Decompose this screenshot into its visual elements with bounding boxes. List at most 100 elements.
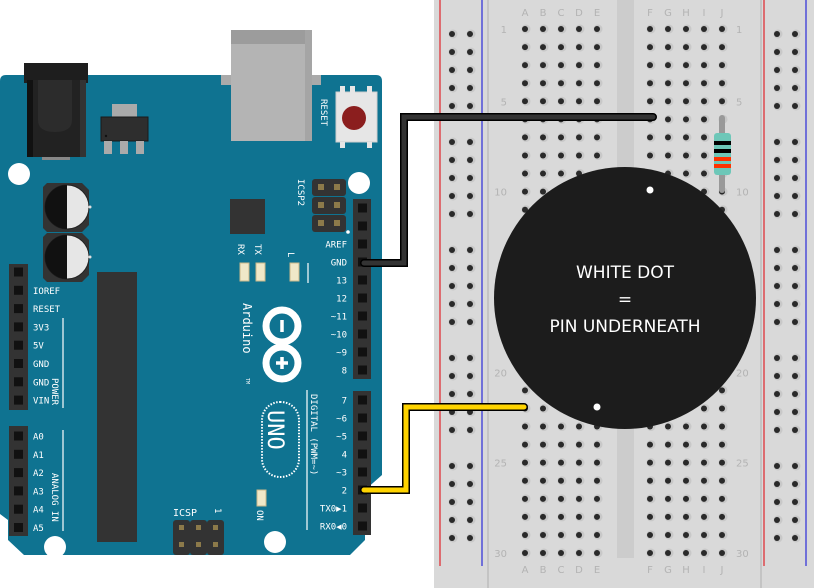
- header-pin[interactable]: [358, 221, 367, 231]
- header-pin[interactable]: [358, 203, 367, 213]
- voltage-regulator: [100, 104, 149, 154]
- breadboard-hole-center: [522, 495, 528, 502]
- breadboard-hole-center: [719, 387, 725, 394]
- header-pin[interactable]: [358, 413, 367, 423]
- breadboard-hole-center: [594, 550, 600, 557]
- header-pin[interactable]: [14, 304, 23, 314]
- header-pin[interactable]: [14, 486, 23, 496]
- column-label: D: [575, 565, 583, 576]
- breadboard-hole-center: [594, 152, 600, 159]
- breadboard-hole-center: [558, 513, 564, 520]
- header-pin[interactable]: [14, 431, 23, 441]
- header-pin[interactable]: [14, 285, 23, 295]
- breadboard-hole-center: [449, 283, 455, 289]
- breadboard-hole-center: [665, 441, 671, 448]
- breadboard-labels: AABBCCDDEEFFGGHHIIJJ11551010151520202525…: [494, 8, 748, 576]
- breadboard-hole-center: [594, 441, 600, 448]
- row-label: 1: [736, 25, 742, 36]
- led-on: [256, 489, 267, 507]
- breadboard-hole-center: [449, 49, 455, 55]
- breadboard-hole-center: [522, 170, 528, 177]
- breadboard-hole-center: [774, 427, 780, 433]
- header-pin[interactable]: [358, 503, 367, 513]
- signal-wire[interactable]: [360, 403, 528, 494]
- header-pin[interactable]: [358, 293, 367, 303]
- breadboard-hole-center: [449, 103, 455, 109]
- breadboard-hole-center: [647, 441, 653, 448]
- header-pin[interactable]: [14, 468, 23, 478]
- header-pin[interactable]: [14, 267, 23, 277]
- resistor[interactable]: [714, 115, 731, 193]
- header-pin[interactable]: [14, 359, 23, 368]
- right-rail-divider: [760, 0, 762, 588]
- header-analog: [9, 426, 28, 536]
- dc-power-jack: [24, 63, 88, 160]
- breadboard-hole-center: [792, 157, 798, 163]
- column-label: J: [720, 565, 724, 576]
- breadboard-hole-center: [719, 80, 725, 87]
- breadboard-hole-center: [449, 355, 455, 361]
- reset-button[interactable]: [335, 86, 378, 148]
- breadboard-hole-center: [558, 423, 564, 430]
- breadboard-hole-center: [774, 85, 780, 91]
- breadboard-hole-center: [522, 423, 528, 430]
- breadboard-hole-center: [522, 152, 528, 159]
- breadboard-hole-center: [467, 319, 473, 325]
- breadboard-hole-center: [449, 535, 455, 541]
- header-pin[interactable]: [358, 521, 367, 531]
- breadboard-hole-center: [683, 531, 689, 538]
- pin-label: 7: [342, 397, 347, 407]
- breadboard-hole-center: [665, 98, 671, 105]
- breadboard-hole-center: [467, 373, 473, 379]
- pin-label: 13: [336, 277, 347, 287]
- breadboard-hole-center: [522, 441, 528, 448]
- icsp-header: [173, 520, 224, 555]
- icsp-label: ICSP: [173, 508, 197, 519]
- breadboard-hole-center: [665, 152, 671, 159]
- header-pin[interactable]: [14, 504, 23, 514]
- header-pin[interactable]: [14, 449, 23, 459]
- led-tx: [255, 262, 266, 282]
- header-pin[interactable]: [358, 239, 367, 249]
- breadboard-hole-center: [665, 513, 671, 520]
- breadboard-hole-center: [540, 80, 546, 87]
- breadboard-hole-center: [540, 26, 546, 32]
- breadboard-hole-center: [774, 283, 780, 289]
- header-pin[interactable]: [14, 322, 23, 332]
- pin-label: 5V: [33, 342, 44, 352]
- header-pin[interactable]: [358, 467, 367, 477]
- breadboard-hole-center: [683, 423, 689, 430]
- column-label: H: [682, 8, 690, 19]
- breadboard-hole-center: [522, 459, 528, 466]
- gnd-wire[interactable]: [360, 113, 657, 267]
- breadboard-hole-center: [594, 62, 600, 69]
- breadboard-hole-center: [701, 550, 707, 557]
- breadboard-hole-center: [467, 139, 473, 145]
- breadboard-hole-center: [576, 26, 582, 32]
- breadboard-hole-center: [719, 459, 725, 466]
- header-pin[interactable]: [358, 449, 367, 459]
- breadboard-hole-center: [467, 427, 473, 433]
- reset-button-cap[interactable]: [342, 106, 366, 130]
- header-pin[interactable]: [358, 329, 367, 339]
- pin-label: ~9: [336, 349, 347, 359]
- breadboard-hole-center: [774, 391, 780, 397]
- header-pin[interactable]: [358, 275, 367, 285]
- header-pin[interactable]: [358, 431, 367, 441]
- breadboard-hole-center: [665, 44, 671, 51]
- breadboard-hole-center: [558, 477, 564, 484]
- header-pin[interactable]: [358, 347, 367, 357]
- breadboard-hole-center: [792, 499, 798, 505]
- header-pin[interactable]: [358, 311, 367, 321]
- header-pin[interactable]: [358, 365, 367, 375]
- breadboard-hole-center: [792, 67, 798, 73]
- header-pin[interactable]: [14, 523, 23, 532]
- breadboard-hole-center: [683, 44, 689, 51]
- header-pin[interactable]: [14, 395, 23, 405]
- row-label: 20: [736, 368, 749, 379]
- header-pin[interactable]: [14, 377, 23, 387]
- pin-label: ~10: [331, 331, 347, 341]
- header-pin[interactable]: [14, 340, 23, 350]
- header-pin[interactable]: [358, 395, 367, 405]
- breadboard-hole-center: [594, 531, 600, 538]
